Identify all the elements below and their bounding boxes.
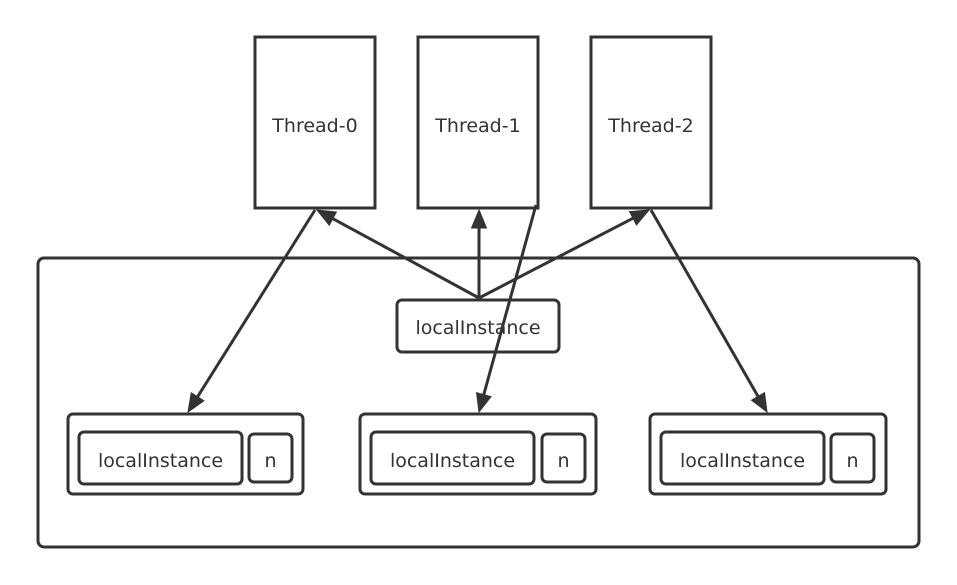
- shared-instance-label: localInstance: [415, 317, 540, 339]
- thread-label: Thread-2: [607, 115, 693, 137]
- edge-shared-to-thread-1: [470, 208, 488, 298]
- edge-thread-0-to-copy-0: [187, 209, 317, 414]
- edge-thread-2-to-copy-2: [649, 209, 768, 414]
- field-n-label: n: [846, 450, 858, 472]
- thread-label: Thread-1: [434, 115, 520, 137]
- arrow-head: [470, 208, 488, 229]
- arrow-line: [478, 216, 636, 300]
- shared-instance-box: localInstance: [395, 298, 561, 354]
- edge-shared-to-thread-2: [478, 209, 651, 300]
- local-copy-1: localInstance n: [358, 412, 598, 496]
- arrow-head: [628, 209, 651, 226]
- arrow-head: [750, 391, 768, 414]
- edge-thread-1-to-copy-1: [475, 204, 538, 414]
- local-instance-label: localInstance: [98, 450, 223, 472]
- thread-box-0: Thread-0: [253, 35, 377, 210]
- field-n-label: n: [557, 450, 569, 472]
- arrow-line: [649, 209, 761, 399]
- arrow-head: [187, 391, 205, 414]
- local-instance-label: localInstance: [390, 450, 515, 472]
- thread-box-1: Thread-1: [416, 35, 540, 210]
- thread-label: Thread-0: [271, 115, 357, 137]
- edge-shared-to-thread-0: [315, 209, 480, 300]
- arrow-head: [315, 209, 338, 227]
- arrow-line: [195, 209, 317, 400]
- arrow-line: [481, 204, 538, 397]
- thread-box-2: Thread-2: [589, 35, 713, 210]
- local-copy-2: localInstance n: [648, 412, 888, 496]
- local-copy-0: localInstance n: [66, 412, 305, 496]
- edges: [187, 204, 768, 414]
- local-instance-label: localInstance: [680, 450, 805, 472]
- field-n-label: n: [264, 450, 276, 472]
- arrow-line: [330, 216, 480, 300]
- arrow-head: [475, 391, 492, 414]
